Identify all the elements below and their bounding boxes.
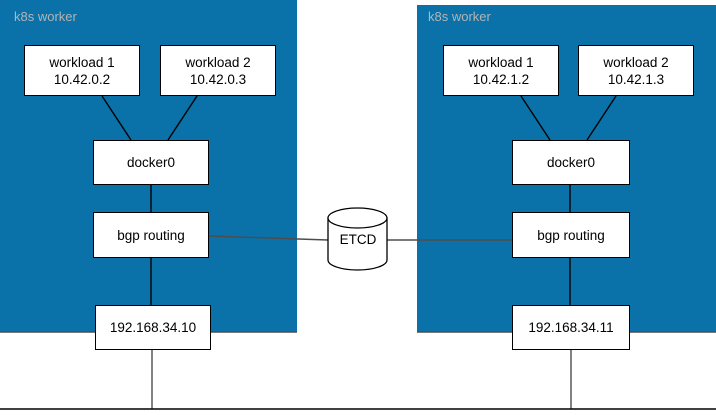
node-ip: 10.42.0.2 (53, 71, 111, 87)
node-right-host-ip[interactable]: 192.168.34.11 (512, 305, 630, 350)
k8s-worker-label-right: k8s worker (428, 9, 491, 24)
node-ip: 10.42.0.3 (189, 71, 247, 87)
node-right-workload-2[interactable]: workload 2 10.42.1.3 (578, 45, 694, 96)
node-title: docker0 (546, 155, 596, 170)
node-left-host-ip[interactable]: 192.168.34.10 (95, 305, 211, 350)
node-title: workload 1 (49, 54, 115, 70)
node-left-workload-1[interactable]: workload 1 10.42.0.2 (24, 45, 140, 96)
node-title: 192.168.34.10 (109, 320, 197, 335)
node-title: workload 1 (468, 54, 534, 70)
node-ip: 10.42.1.2 (472, 71, 530, 87)
etcd-label: ETCD (339, 232, 377, 247)
node-title: bgp routing (117, 227, 185, 243)
node-left-bgp-routing[interactable]: bgp routing (93, 212, 209, 258)
node-title: 192.168.34.11 (528, 320, 614, 335)
node-right-bgp-routing[interactable]: bgp routing (512, 212, 630, 258)
node-title: bgp routing (537, 227, 605, 243)
node-title: docker0 (126, 155, 176, 170)
node-right-workload-1[interactable]: workload 1 10.42.1.2 (443, 45, 559, 96)
node-left-workload-2[interactable]: workload 2 10.42.0.3 (160, 45, 276, 96)
node-right-docker0[interactable]: docker0 (512, 140, 630, 185)
node-title: workload 2 (603, 54, 669, 70)
node-title: workload 2 (185, 54, 251, 70)
node-left-docker0[interactable]: docker0 (93, 140, 209, 185)
node-ip: 10.42.1.3 (607, 71, 665, 87)
k8s-worker-label-left: k8s worker (14, 9, 77, 24)
